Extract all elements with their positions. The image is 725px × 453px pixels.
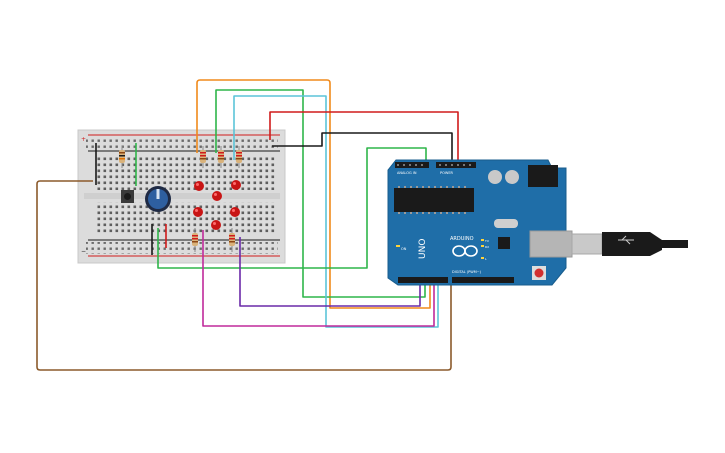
red-power-wire[interactable] [269,111,459,170]
black-ground-wire[interactable] [272,132,453,170]
wires[interactable] [36,79,459,371]
resistor[interactable] [192,228,198,252]
resistor[interactable] [229,228,235,252]
red-led[interactable] [231,180,241,190]
arduino-brand-label: ARDUINO [450,236,474,242]
power-jack[interactable] [528,165,558,187]
resistor[interactable] [236,146,242,168]
potentiometer[interactable] [145,186,171,212]
red-led[interactable] [193,207,203,217]
red-led[interactable] [230,207,240,217]
rail-plus-label: + [81,136,86,143]
pushbutton[interactable] [121,190,134,203]
usb-cable[interactable] [571,232,688,256]
capacitor [488,170,502,184]
on-led-label: ON [401,247,407,251]
uno-label: UNO [418,239,428,259]
l-led [481,257,484,259]
red-led[interactable] [212,191,222,201]
reset-button-cap[interactable] [534,268,544,278]
resistor[interactable] [218,146,224,168]
usb-cable-head[interactable] [602,232,662,256]
power-header-label: POWER [440,171,454,175]
crystal [494,219,518,228]
purple-wire[interactable] [239,237,421,307]
rx-led [481,245,484,247]
analog-header[interactable] [395,162,429,168]
digital-header-low[interactable] [398,277,448,283]
center-channel [84,193,280,199]
usb-chip [498,237,510,249]
brown-wire[interactable] [36,180,452,371]
resistor[interactable] [200,146,206,168]
terminal-strip-lower[interactable] [96,202,276,235]
red-led[interactable] [194,181,204,191]
resistor[interactable] [119,146,125,168]
green-wire-long[interactable] [215,89,426,298]
red-led[interactable] [211,220,221,230]
arduino-uno-board[interactable]: ARDUINO UNO POWER ANALOG IN DIGITAL (PWM… [387,159,573,286]
arduino-infinity-logo [452,245,478,257]
usb-cable-plug[interactable] [571,233,603,255]
tx-led [481,239,484,241]
bottom-power-rail[interactable] [86,242,278,254]
tx-label: TX [484,239,489,243]
power-header[interactable] [436,162,476,168]
rx-label: RX [485,245,489,249]
top-power-rail[interactable] [86,137,278,149]
atmega-chip [394,188,474,212]
cyan-wire[interactable] [233,95,439,328]
analog-header-label: ANALOG IN [397,171,417,175]
rail-minus-label: − [81,248,86,255]
l-label: L [485,257,487,261]
green-analog-wire[interactable] [157,147,427,269]
digital-header-high[interactable] [452,277,514,283]
breadboard[interactable]: + − [77,129,286,264]
orange-wire[interactable] [196,79,431,309]
on-led [396,245,400,247]
capacitor [505,170,519,184]
usb-cable-cord [662,240,688,248]
usb-port[interactable] [529,230,573,258]
magenta-wire[interactable] [202,230,435,327]
terminal-strip-upper[interactable] [96,157,276,190]
digital-header-label: DIGITAL (PWM~) [452,270,482,274]
